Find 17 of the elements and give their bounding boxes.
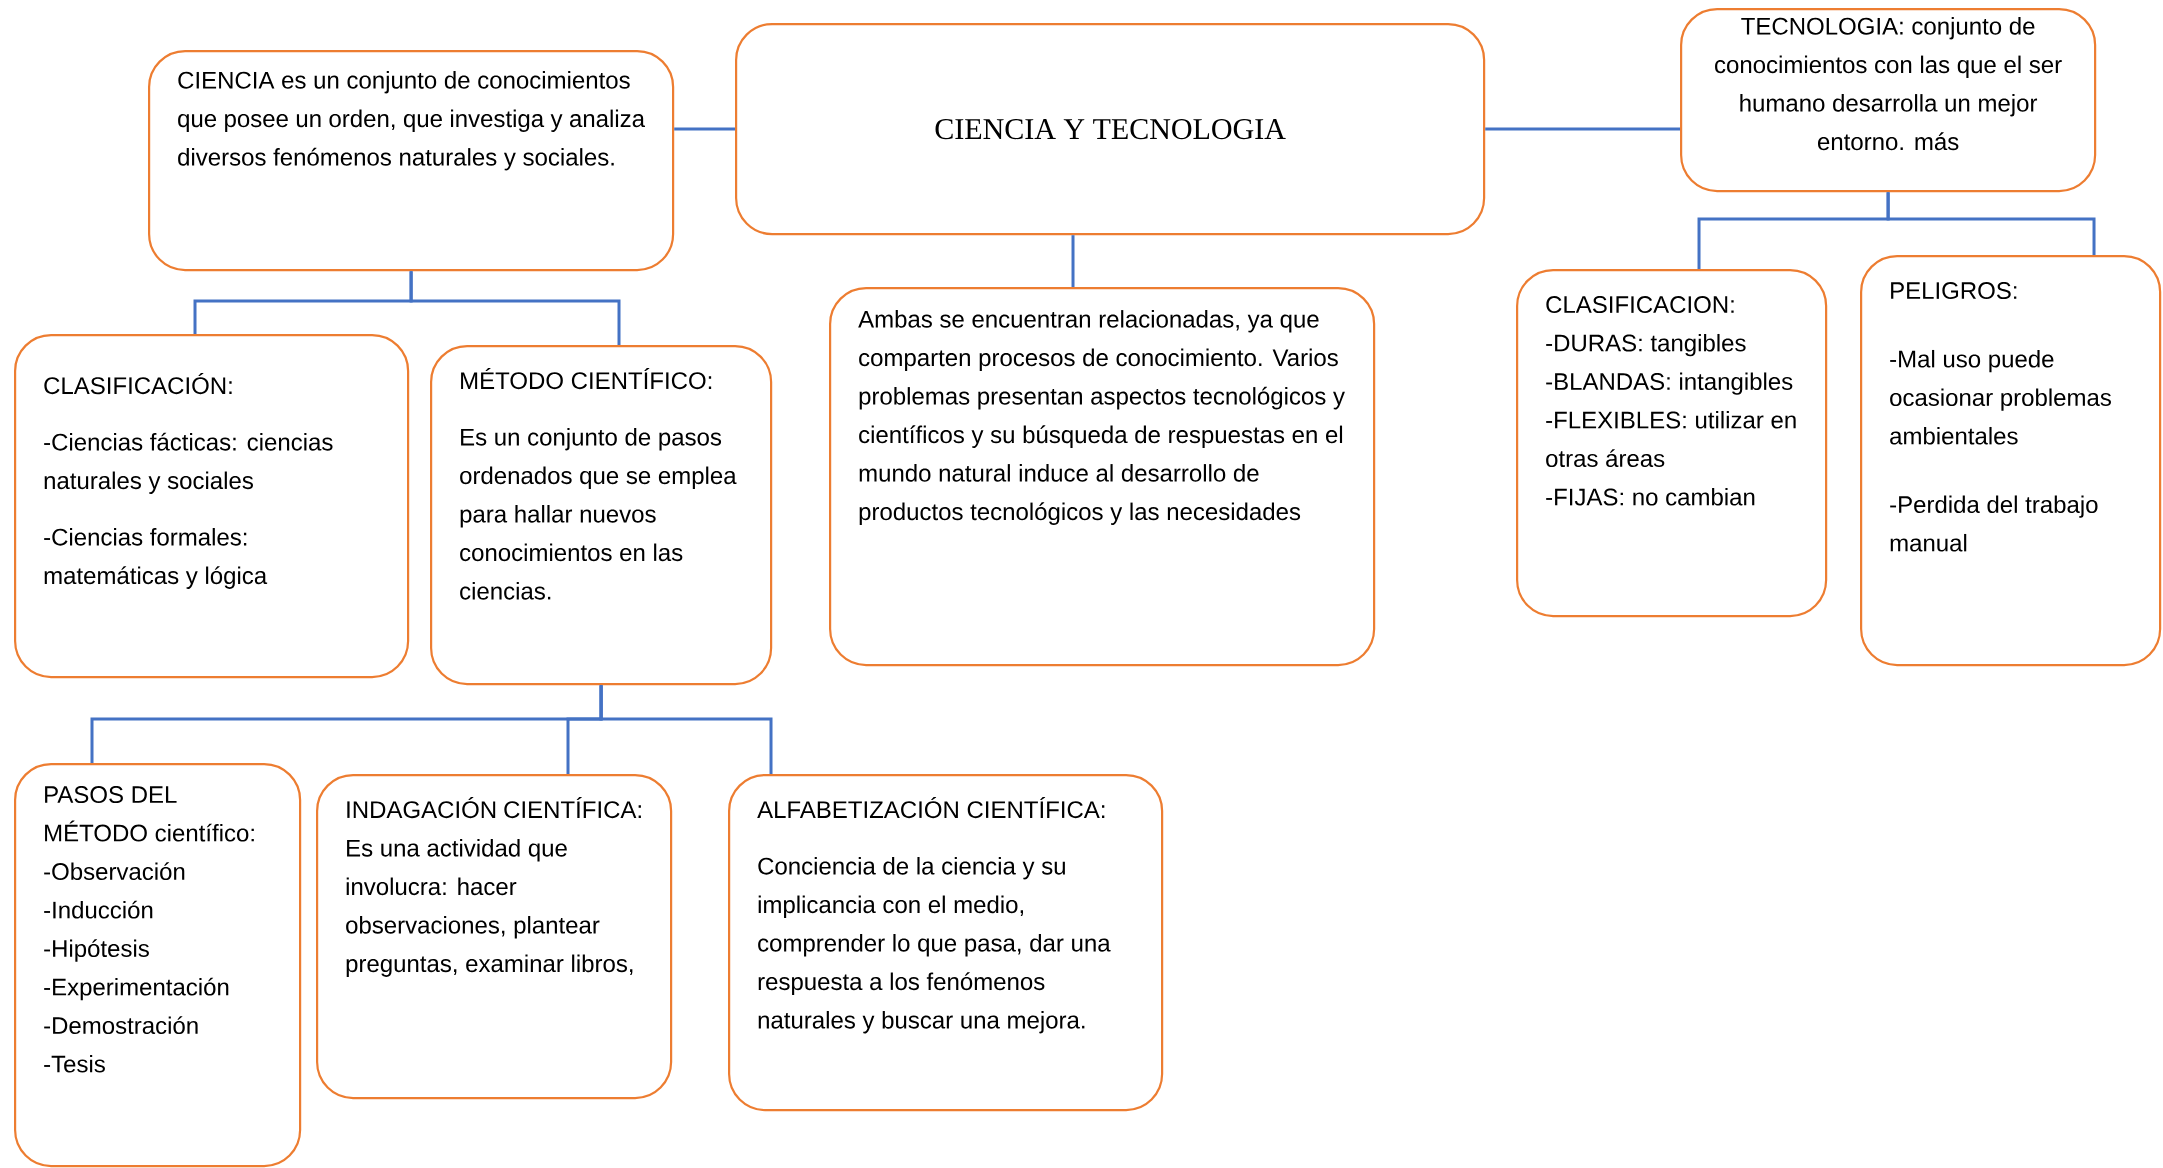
concept-box: CIENCIA Y TECNOLOGIA	[735, 23, 1486, 236]
concept-box: ALFABETIZACIÓN CIENTÍFICA: Conciencia de la ciencia y su implicancia con el medio, comprender lo que pasa, dar una respuesta a los fenómenos naturales y buscar una mejora.	[728, 774, 1164, 1112]
concept-box: CLASIFICACIÓN: -Ciencias fácticas: ciencias naturales y sociales -Ciencias formales: matemáticas y lógica	[14, 334, 410, 679]
concept-box: CLASIFICACION: -DURAS: tangibles -BLANDAS: intangibles -FLEXIBLES: utilizar en otras áreas -FIJAS: no cambian	[1516, 269, 1828, 618]
concept-box: PASOS DEL MÉTODO científico: -Observación -Inducción -Hipótesis -Experimentación -Demostración -Tesis	[14, 763, 302, 1168]
connector-line	[1886, 192, 2096, 255]
concept-box: TECNOLOGIA: conjunto de conocimientos con las que el ser humano desarrolla un mejor entorno. más	[1680, 8, 2097, 193]
concept-box: MÉTODO CIENTÍFICO: Es un conjunto de pasos ordenados que se emplea para hallar nuevos conocimientos en las ciencias.	[430, 345, 773, 686]
concept-box: CIENCIA es un conjunto de conocimientos que posee un orden, que investiga y analiza diversos fenómenos naturales y sociales.	[148, 50, 675, 272]
connector-line	[599, 685, 773, 774]
concept-box: INDAGACIÓN CIENTÍFICA: Es una actividad que involucra: hacer observaciones, plantear preguntas, examinar libros,	[316, 774, 673, 1100]
connector-line	[409, 271, 621, 345]
concept-box: PELIGROS: -Mal uso puede ocasionar problemas ambientales -Perdida del trabajo manual	[1860, 255, 2162, 667]
connector-line	[1071, 235, 1075, 287]
connector-line	[674, 127, 735, 131]
connector-line	[1485, 127, 1680, 131]
concept-box: Ambas se encuentran relacionadas, ya que comparten procesos de conocimiento. Varios problemas presentan aspectos tecnológicos y científicos y su búsqueda de respuestas en el mundo natural induce al desarrollo de productos tecnológicos y las necesidades	[829, 287, 1376, 667]
